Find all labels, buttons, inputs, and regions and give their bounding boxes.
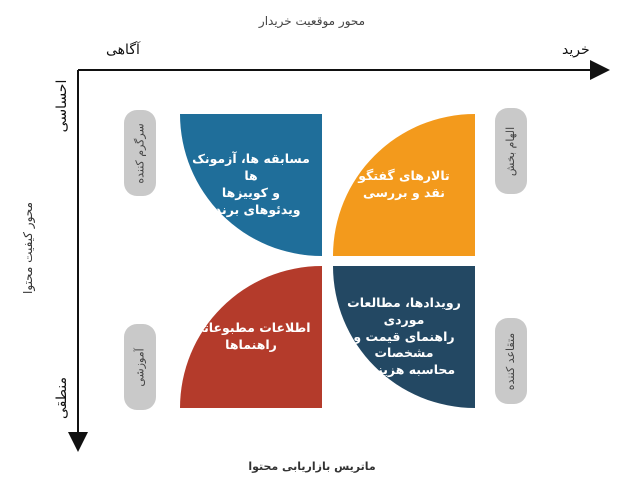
quadrant-inspiring-text: تالارهای گفتگو نقد و بررسی xyxy=(358,168,450,200)
pill-persuasive-label: متقاعد کننده xyxy=(504,332,518,390)
pill-inspiring-label: الهام بخش xyxy=(504,126,518,176)
pill-educational-label: آموزشی xyxy=(133,347,147,387)
pill-entertaining-label: سرگرم کننده xyxy=(133,122,147,184)
buyer-position-axis-title: محور موقعیت خریدار xyxy=(258,14,366,28)
pill-inspiring: الهام بخش xyxy=(495,108,527,194)
pill-persuasive: متقاعد کننده xyxy=(495,318,527,404)
awareness-label: آگاهی xyxy=(106,42,140,58)
content-quality-axis-title: محور کیفیت محتوا xyxy=(21,202,35,294)
quadrant-persuasive: رویدادها، مطالعات موردی راهنمای قیمت و م… xyxy=(333,266,475,408)
pill-entertaining: سرگرم کننده xyxy=(124,110,156,196)
quadrant-inspiring: تالارهای گفتگو نقد و بررسی xyxy=(333,114,475,256)
quadrant-entertaining: مسابقه ها، آزمونک ها و کوییزها ویدئوهای … xyxy=(180,114,322,256)
pill-educational: آموزشی xyxy=(124,324,156,410)
quadrant-educational-text: اطلاعات مطبوعاتی راهنماها xyxy=(191,320,311,352)
emotional-label: احساسی xyxy=(54,79,70,133)
matrix-title: ماتریس بازاریابی محتوا xyxy=(248,460,376,473)
quadrant-entertaining-text: مسابقه ها، آزمونک ها و کوییزها ویدئوهای … xyxy=(192,151,310,217)
purchase-label: خرید xyxy=(562,42,590,58)
logical-label: منطقی xyxy=(54,377,70,419)
quadrant-persuasive-text: رویدادها، مطالعات موردی راهنمای قیمت و م… xyxy=(347,294,461,378)
